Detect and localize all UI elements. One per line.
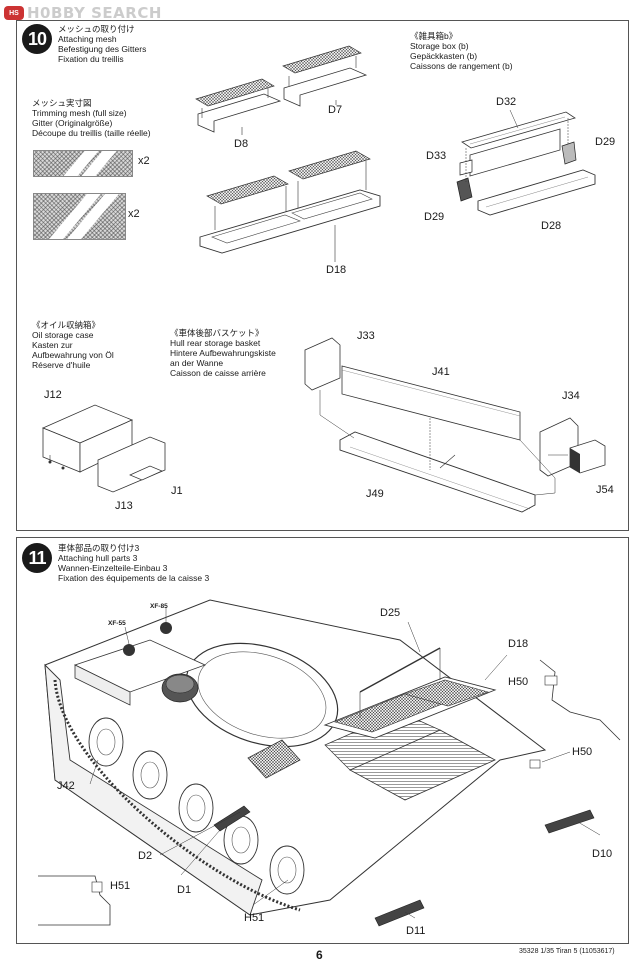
part-D18: D18 bbox=[326, 264, 347, 276]
trim-mesh-qty-2: x2 bbox=[128, 208, 140, 220]
part-D11: D11 bbox=[406, 925, 426, 937]
watermark-badge: HS bbox=[4, 6, 24, 20]
paint-XF-55: XF-55 bbox=[108, 620, 126, 627]
basket-caption: 《車体後部バスケット》Hull rear storage basket Hint… bbox=[170, 328, 276, 378]
part-H50-inset: H50 bbox=[508, 676, 529, 688]
part-D28: D28 bbox=[541, 220, 562, 232]
step11-number: 11 bbox=[22, 543, 52, 573]
watermark-logo: HS H0BBY SEARCH bbox=[4, 4, 162, 22]
part-H50: H50 bbox=[572, 746, 593, 758]
part-D29-left: D29 bbox=[424, 211, 445, 223]
part-D7: D7 bbox=[328, 104, 343, 116]
trim-mesh-qty-1: x2 bbox=[138, 155, 150, 167]
part-D32: D32 bbox=[496, 96, 517, 108]
part-J54: J54 bbox=[596, 484, 614, 496]
part-D1: D1 bbox=[177, 884, 192, 896]
part-D10: D10 bbox=[592, 848, 613, 860]
storage-box-caption: 《雑具箱b》Storage box (b) Gepäckkasten (b)Ca… bbox=[410, 31, 513, 71]
page-number: 6 bbox=[316, 948, 323, 962]
watermark-text: H0BBY SEARCH bbox=[27, 4, 162, 22]
part-D25: D25 bbox=[380, 607, 401, 619]
part-H51: H51 bbox=[244, 912, 265, 924]
product-code: 35328 1/35 Tiran 5 (11053617) bbox=[519, 948, 615, 955]
part-D2: D2 bbox=[138, 850, 153, 862]
part-J42: J42 bbox=[57, 780, 75, 792]
part-J1: J1 bbox=[171, 485, 183, 497]
trim-mesh-swatch-1 bbox=[33, 150, 133, 177]
part-D18-hull: D18 bbox=[508, 638, 529, 650]
part-J41: J41 bbox=[432, 366, 450, 378]
paint-XF-85: XF-85 bbox=[150, 603, 168, 610]
trim-mesh-swatch-2 bbox=[33, 193, 126, 240]
part-J49: J49 bbox=[366, 488, 384, 500]
part-J13: J13 bbox=[115, 500, 133, 512]
part-J33: J33 bbox=[357, 330, 375, 342]
part-J34: J34 bbox=[562, 390, 580, 402]
part-H51-inset: H51 bbox=[110, 880, 131, 892]
part-D29-right: D29 bbox=[595, 136, 616, 148]
part-D8: D8 bbox=[234, 138, 249, 150]
step10-number: 10 bbox=[22, 24, 52, 54]
part-J12: J12 bbox=[44, 389, 62, 401]
part-D33: D33 bbox=[426, 150, 447, 162]
